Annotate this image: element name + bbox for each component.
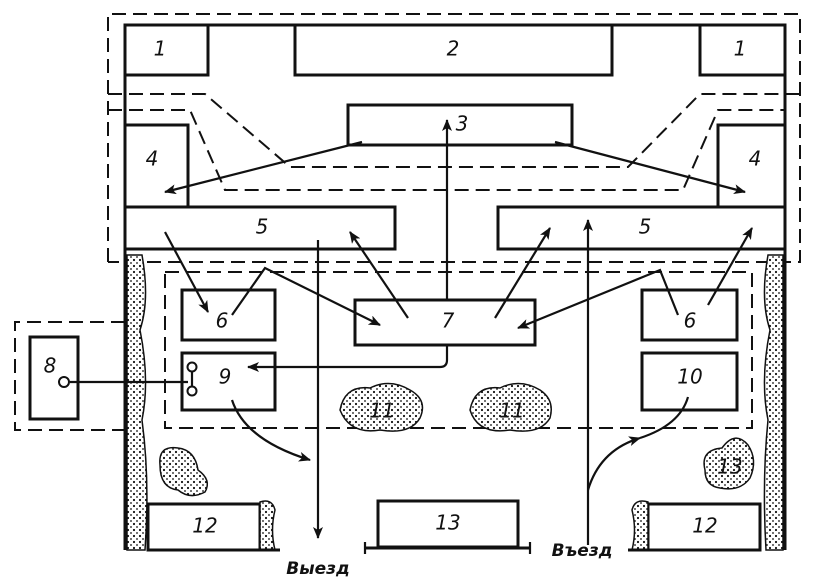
block-10: 10 — [640, 351, 739, 412]
bush-11-right: 11 — [469, 382, 552, 432]
block-6-right: 6 — [640, 288, 739, 342]
exit-caption: Выезд — [286, 559, 349, 579]
block-2: 2 — [293, 23, 614, 77]
svg-text:9: 9 — [219, 365, 232, 389]
block-7: 7 — [353, 298, 537, 347]
svg-text:5: 5 — [639, 215, 652, 239]
svg-text:11: 11 — [369, 399, 394, 423]
svg-text:4: 4 — [749, 147, 762, 171]
block-6-left: 6 — [180, 288, 277, 342]
svg-text:6: 6 — [216, 309, 229, 333]
block-5-left: 5 — [123, 205, 397, 251]
block-1-left: 1 — [123, 23, 210, 77]
right-green-strip — [763, 254, 784, 551]
svg-text:6: 6 — [684, 309, 697, 333]
svg-text:2: 2 — [447, 37, 460, 61]
flow-arrows — [164, 119, 753, 545]
left-green-strip — [126, 254, 148, 551]
block-3: 3 — [346, 103, 574, 147]
block-9: 9 — [180, 351, 277, 412]
bush-11-left: 11 — [339, 382, 424, 432]
svg-text:12: 12 — [692, 514, 717, 538]
svg-text:1: 1 — [154, 37, 167, 61]
svg-text:10: 10 — [677, 365, 702, 389]
dashed-zones — [14, 13, 801, 431]
svg-text:11: 11 — [499, 399, 524, 423]
block-4-left: 4 — [123, 123, 190, 209]
svg-text:3: 3 — [456, 112, 469, 136]
connection-line — [58, 361, 198, 397]
entry-caption: Въезд — [552, 541, 613, 561]
block-4-right: 4 — [716, 123, 787, 209]
svg-text:4: 4 — [146, 147, 159, 171]
svg-text:8: 8 — [44, 354, 57, 378]
svg-text:1: 1 — [734, 37, 747, 61]
block-13: 13 — [363, 499, 532, 554]
bush-left — [159, 446, 209, 497]
bush-13: 13 — [703, 437, 755, 490]
svg-text:13: 13 — [435, 511, 460, 535]
svg-text:13: 13 — [717, 455, 742, 479]
svg-text:5: 5 — [256, 215, 269, 239]
block-12-left: 12 — [146, 500, 280, 552]
svg-text:12: 12 — [192, 514, 217, 538]
block-8: 8 — [28, 335, 80, 421]
block-12-right: 12 — [628, 500, 762, 552]
block-1-right: 1 — [698, 23, 787, 77]
svg-text:7: 7 — [442, 309, 455, 333]
